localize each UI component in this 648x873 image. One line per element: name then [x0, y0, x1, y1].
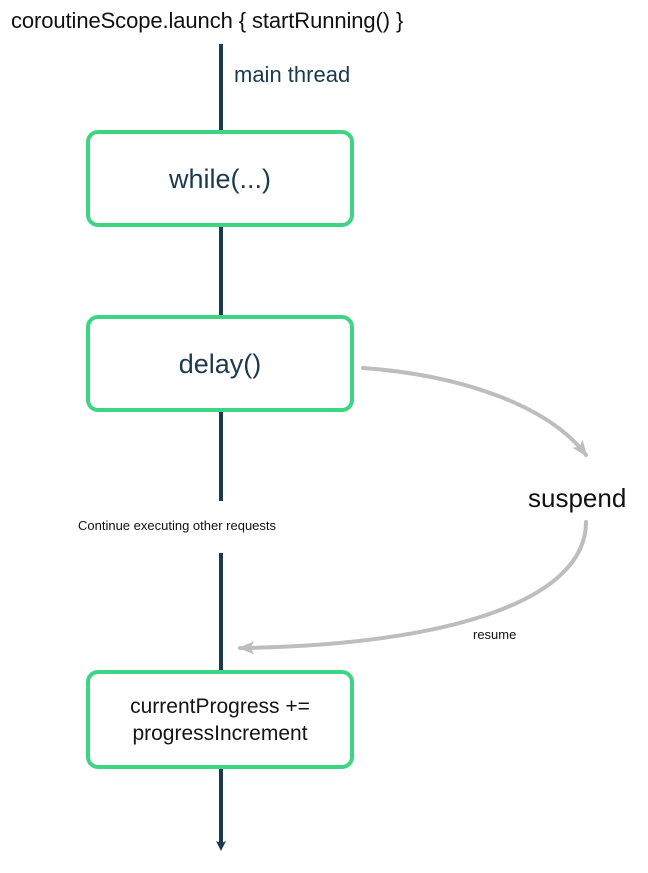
suspend-curve — [361, 366, 588, 457]
resume-curve — [238, 520, 588, 655]
continue-executing-annotation: Continue executing other requests — [78, 518, 277, 533]
process-box-delay-label: delay() — [178, 348, 262, 379]
suspend-annotation: suspend — [528, 483, 627, 513]
diagram-title: coroutineScope.launch { startRunning() } — [11, 8, 404, 33]
main-thread-label: main thread — [234, 62, 351, 87]
process-box-while-label: while(...) — [168, 163, 271, 194]
process-box-while: while(...) — [86, 130, 354, 227]
process-box-delay: delay() — [86, 315, 354, 412]
process-box-current-progress-label: currentProgress += progressIncrement — [130, 694, 310, 745]
resume-annotation: resume — [473, 627, 517, 642]
process-box-current-progress: currentProgress += progressIncrement — [86, 670, 354, 769]
